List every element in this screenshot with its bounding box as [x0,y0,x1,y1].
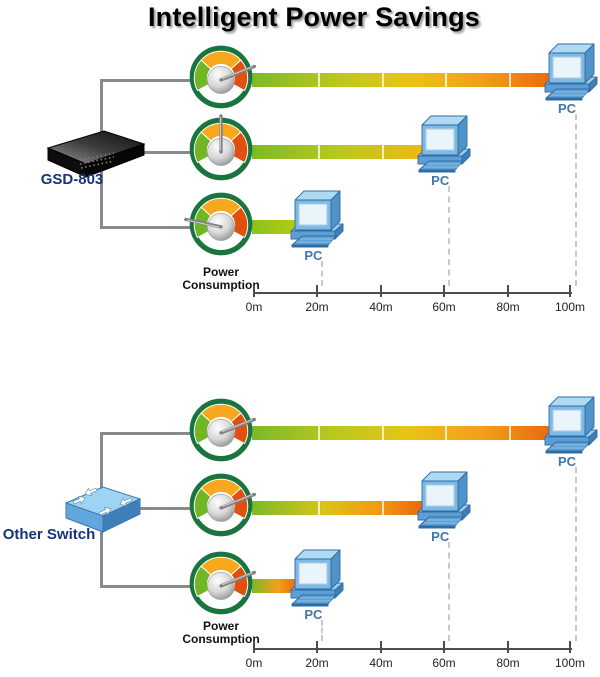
pc-label: PC [431,173,450,188]
pc-icon [544,396,598,454]
other-switch-icon [64,485,142,533]
distance-guide-line [575,467,577,641]
cable-power-bar [252,501,427,515]
cable-power-bar [252,220,300,234]
gauge-needle [219,492,257,510]
switch-label: Other Switch [2,526,96,543]
cable-power-bar [252,426,553,440]
cable-power-bar [252,73,553,87]
distance-axis: 0m 20m 40m 60m 80m 100m [246,285,585,316]
pc-label: PC [304,607,323,622]
power-consumption-gauge [189,551,257,615]
axis-tick-label: 100m [554,656,586,670]
axis-tick-label: 60m [432,656,456,670]
pc-label: PC [431,529,450,544]
pc-node: PC [290,549,346,623]
cable-power-bar [252,579,300,593]
pc-icon [290,549,344,607]
axis-line [254,292,572,294]
power-consumption-gauge [189,114,253,181]
switch-label: GSD-803 [40,171,104,188]
axis-tick-label: 80m [496,656,520,670]
gauge-caption: Power Consumption [182,265,260,292]
axis-tick-label: 40m [369,300,393,314]
distance-guide-line [321,620,324,641]
connector-line [100,151,192,154]
axis-tick-label: 0m [245,656,263,670]
gauge-needle [219,64,257,82]
pc-label: PC [557,101,577,116]
pc-icon [544,43,598,101]
power-consumption-gauge [189,473,257,537]
axis-tick-label: 100m [554,300,586,314]
pc-node: PC [544,43,600,117]
pc-node: PC [290,190,346,264]
power-consumption-gauge [189,45,257,109]
axis-tick-label: 40m [369,656,393,670]
axis-tick-label: 20m [305,300,329,314]
distance-guide-line [448,186,451,286]
distance-axis: 0m 20m 40m 60m 80m 100m [246,641,585,672]
pc-icon [417,471,471,529]
axis-tick-label: 0m [245,300,263,314]
gauge-needle [219,114,223,154]
gsd-803-switch-icon [46,130,146,178]
power-consumption-gauge [184,192,253,256]
pc-icon [417,115,471,173]
power-consumption-gauge [189,398,257,462]
pc-node: PC [417,115,473,189]
cable-power-bar [252,145,427,159]
pc-node: PC [544,396,600,470]
connector-line [100,507,192,510]
axis-tick-label: 60m [432,300,456,314]
axis-tick-label: 20m [305,656,329,670]
connector-line [100,79,192,82]
gauge-needle [184,217,223,229]
connector-line [100,226,192,229]
connector-line [100,585,192,588]
gauge-caption: Power Consumption [182,619,260,646]
distance-guide-line [321,261,324,286]
distance-guide-line [575,114,577,286]
page-title: Intelligent Power Savings [147,2,481,32]
pc-icon [290,190,344,248]
gauge-needle [219,417,257,435]
pc-label: PC [304,248,323,263]
axis-line [254,648,572,650]
gauge-needle [219,570,257,588]
axis-tick-label: 80m [496,300,520,314]
distance-guide-line [448,542,451,641]
connector-line [100,432,192,435]
pc-node: PC [417,471,473,545]
pc-label: PC [557,454,577,469]
